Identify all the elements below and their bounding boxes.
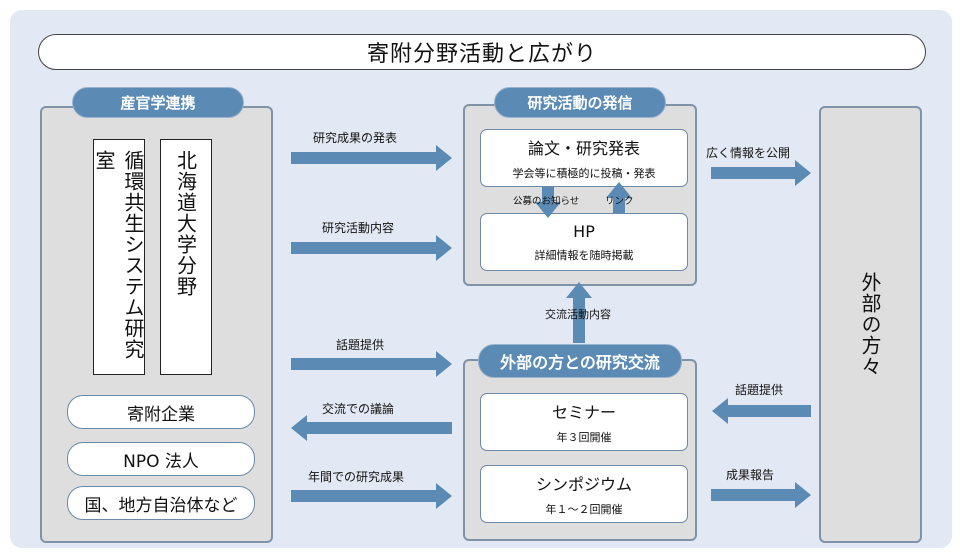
label-research-content: 研究活動内容 bbox=[322, 221, 395, 235]
paper-subtitle: 学会等に積極的に投稿・発表 bbox=[512, 167, 656, 180]
arrow-link-up bbox=[606, 182, 632, 213]
hp-title: HP bbox=[573, 221, 595, 241]
hp-box: HP 詳細情報を随時掲載 bbox=[480, 213, 688, 271]
partner-donor-companies: 寄附企業 bbox=[67, 395, 255, 429]
arrow-annual-results bbox=[291, 483, 452, 509]
label-link: リンク bbox=[605, 196, 634, 207]
seminar-title: セミナー bbox=[551, 403, 616, 422]
lab-box-1: 循環共生システム研究室 bbox=[92, 139, 145, 375]
label-topic-right: 話題提供 bbox=[735, 383, 784, 397]
paper-title: 論文・研究発表 bbox=[527, 139, 640, 158]
lab-name-1: 循環共生システム研究室 bbox=[92, 150, 145, 360]
label-report: 成果報告 bbox=[726, 468, 775, 482]
lab-box-2: 北海道大学分野 bbox=[160, 139, 212, 375]
arrow-research-content bbox=[291, 235, 452, 261]
research-header: 研究活動の発信 bbox=[494, 87, 666, 118]
external-label: 外部の方々 bbox=[858, 272, 882, 377]
label-publish: 広く情報を公開 bbox=[706, 146, 791, 160]
label-annual-results: 年間での研究成果 bbox=[308, 470, 405, 484]
label-research-results: 研究成果の発表 bbox=[313, 131, 398, 145]
partner-government: 国、地方自治体など bbox=[67, 486, 255, 520]
label-notice: 公募のお知らせ bbox=[513, 196, 580, 207]
external-panel: 外部の方々 bbox=[819, 106, 922, 543]
arrow-topic-right bbox=[712, 398, 811, 424]
page-title: 寄附分野活動と広がり bbox=[38, 34, 926, 70]
label-discussion: 交流での議論 bbox=[322, 402, 395, 416]
paper-box: 論文・研究発表 学会等に積極的に投稿・発表 bbox=[480, 129, 688, 187]
arrow-report bbox=[711, 482, 811, 508]
arrow-research-results bbox=[291, 145, 452, 171]
symposium-title: シンポジウム bbox=[535, 475, 632, 494]
arrow-notice-down bbox=[535, 187, 561, 218]
seminar-subtitle: 年３回開催 bbox=[556, 431, 612, 444]
label-exchange-content: 交流活動内容 bbox=[545, 308, 611, 321]
label-topic-left: 話題提供 bbox=[336, 338, 385, 352]
exchange-header: 外部の方との研究交流 bbox=[478, 344, 682, 378]
arrow-exchange-up bbox=[566, 282, 592, 343]
arrow-topic-left bbox=[291, 351, 452, 377]
arrow-publish bbox=[711, 160, 811, 186]
partner-npo: NPO 法人 bbox=[67, 442, 255, 476]
lab-name-2: 北海道大学分野 bbox=[173, 150, 198, 297]
hp-subtitle: 詳細情報を随時掲載 bbox=[534, 248, 634, 262]
arrow-discussion bbox=[291, 415, 452, 441]
seminar-box: セミナー 年３回開催 bbox=[480, 393, 688, 451]
left-header: 産官学連携 bbox=[72, 87, 244, 118]
symposium-box: シンポジウム 年１～２回開催 bbox=[480, 465, 688, 523]
symposium-subtitle: 年１～２回開催 bbox=[545, 503, 623, 516]
